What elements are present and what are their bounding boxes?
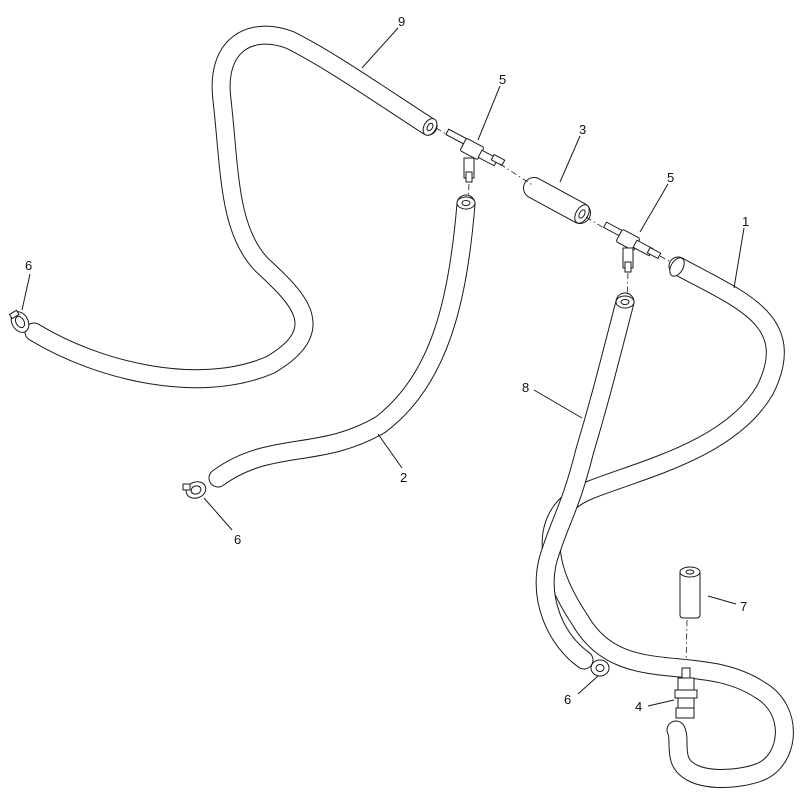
sleeve-7 <box>679 566 701 619</box>
callout-9: 9 <box>398 14 405 29</box>
callout-2: 2 <box>400 470 407 485</box>
hose-clamp-6-left <box>8 309 30 333</box>
tee-fitting-5-upper <box>445 128 506 183</box>
hose-9 <box>24 25 438 389</box>
hose-8 <box>535 292 635 670</box>
tee-fitting-5-lower <box>602 221 662 273</box>
hose-clamp-6-bottom <box>590 659 610 677</box>
hose-2 <box>208 194 476 488</box>
callout-3: 3 <box>579 122 586 137</box>
callout-leader-lines <box>21 27 745 707</box>
callout-6-bottom: 6 <box>564 692 571 707</box>
callout-5-lower: 5 <box>667 170 674 185</box>
callout-5-upper: 5 <box>499 72 506 87</box>
assembly-center-lines <box>435 127 688 669</box>
callout-7: 7 <box>740 599 747 614</box>
sleeve-3 <box>523 177 591 224</box>
hose-1 <box>541 256 794 788</box>
fitting-4 <box>674 667 698 719</box>
callout-4: 4 <box>635 699 642 714</box>
callout-8: 8 <box>522 380 529 395</box>
callout-6-middle: 6 <box>234 532 241 547</box>
callout-labels: 9 5 3 5 1 6 8 2 6 7 6 4 <box>25 14 749 714</box>
hose-clamp-6-middle <box>182 481 207 499</box>
callout-6-left: 6 <box>25 258 32 273</box>
callout-1: 1 <box>742 214 749 229</box>
